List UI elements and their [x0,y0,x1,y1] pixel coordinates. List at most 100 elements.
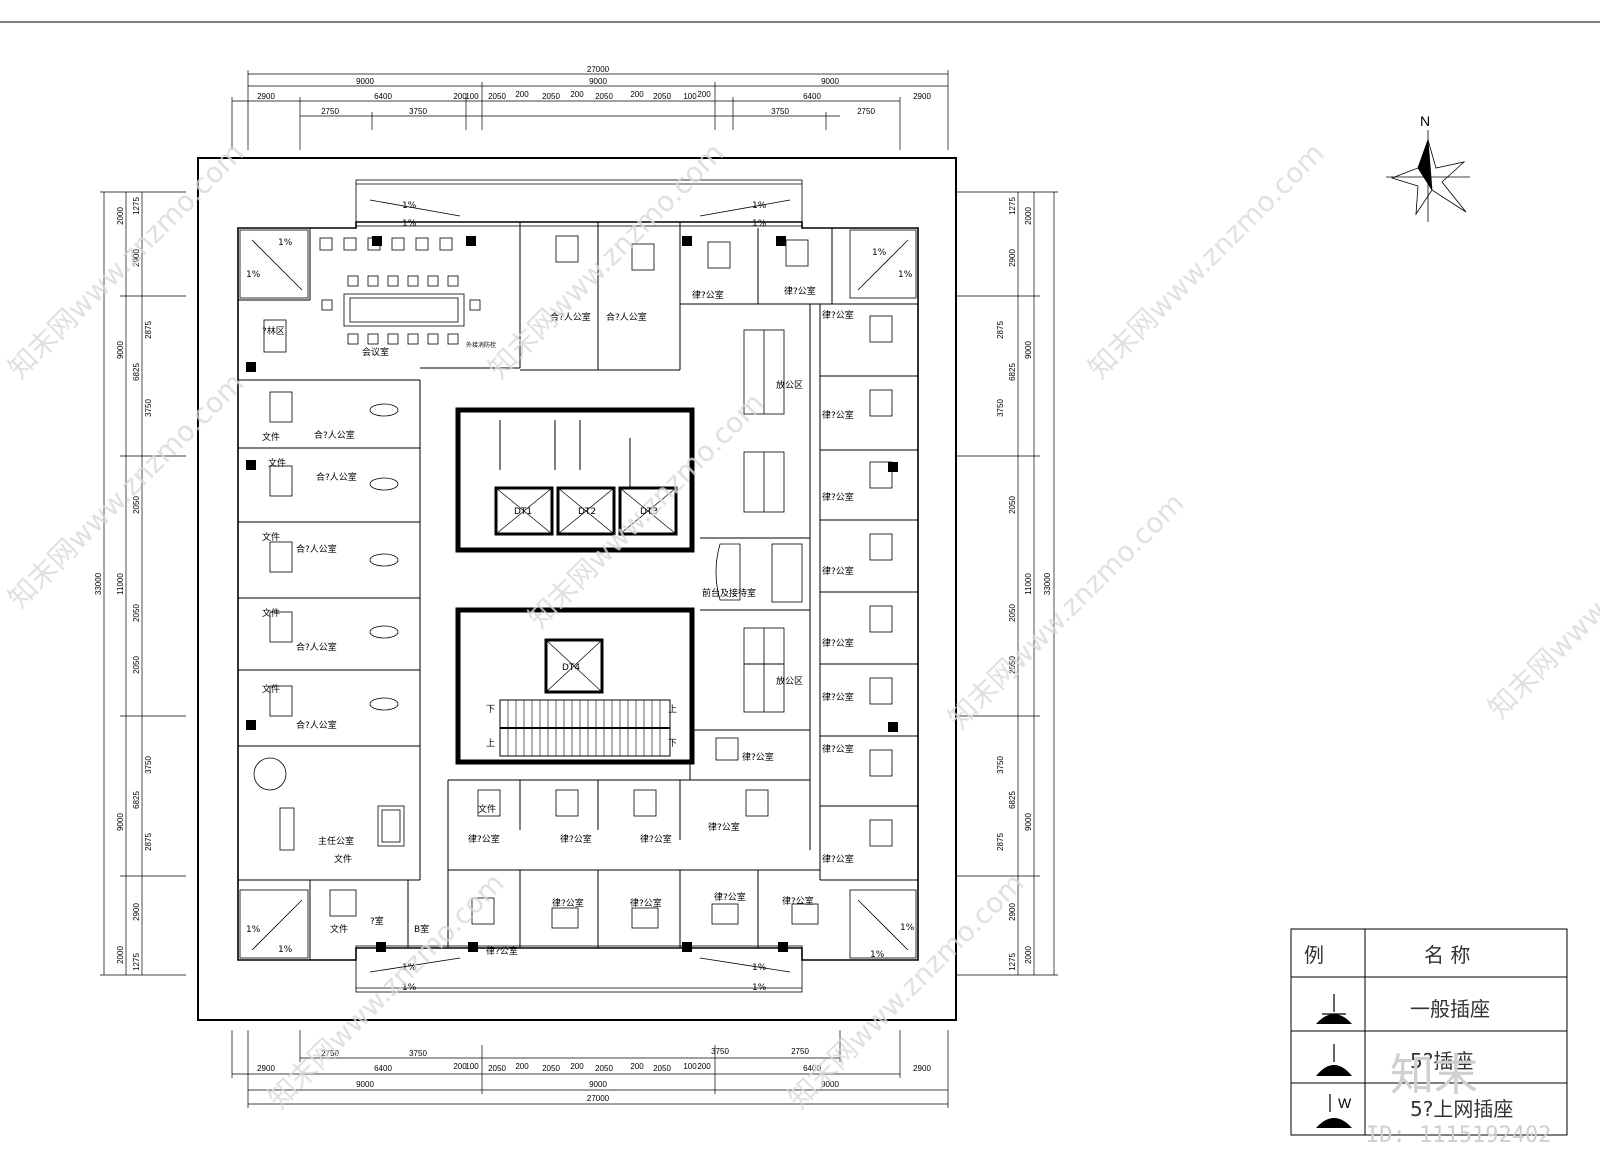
dim-bot-2: 9000 [589,1080,607,1089]
dim-top-r2-1: 6400 [374,92,392,101]
dim-left-in-14: 2875 [144,833,153,851]
room-lawyer-top-1: 律?公室 [692,289,724,301]
file-label: 文件 [330,923,348,935]
room-lawyer-b7: 律?公室 [714,891,746,903]
dim-bot-r3-3: 2750 [791,1047,809,1056]
dim-top-2: 9000 [589,77,607,86]
dim-top-r2-2: 200 [453,92,467,101]
file-label: 文件 [478,803,496,815]
dim-right-in-0: 1275 [1008,197,1017,215]
room-lawyer-r7: 律?公室 [822,743,854,755]
file-label: 文件 [262,431,280,443]
slope-label: 1% [900,923,915,933]
dim-overall-height-left: 33000 [94,572,103,595]
dim-left-in-15: 2900 [132,903,141,921]
dim-left-in-1: 2900 [132,249,141,267]
dim-right-in-14: 2875 [996,833,1005,851]
room-rest: ?林区 [262,325,285,337]
dim-top-r2-6: 2050 [542,92,560,101]
dim-overall-width-top: 27000 [587,65,610,74]
dim-top-r2-10: 2050 [653,92,671,101]
dim-top-3: 9000 [821,77,839,86]
room-director: 主任公室 [318,835,354,847]
dim-left-in-8: 2050 [132,604,141,622]
dim-left-1: 2000 [116,207,125,225]
stair-down: 下 [668,739,677,749]
elevator-dt2: DT2 [578,507,596,517]
north-arrow-icon [1386,130,1470,222]
slope-label: 1% [752,963,767,973]
dim-top-r3-1: 3750 [409,107,427,116]
room-open-office-1: 放公区 [776,379,803,391]
dim-right-2: 9000 [1024,341,1033,359]
dim-right-in-10: 2050 [1008,656,1017,674]
dim-bot-r2-12: 200 [697,1062,711,1071]
brand-logo: 知末 [1390,1050,1478,1101]
dim-right-in-8: 2050 [1008,604,1017,622]
socket-5hole-icon [1316,1044,1352,1076]
room-lawyer-r2: 律?公室 [822,409,854,421]
slope-label: 1% [752,983,767,993]
room-partner-l2: 合?人公室 [316,471,357,483]
room-small: ?室 [370,915,384,927]
dim-top-r2-8: 2050 [595,92,613,101]
top-dimensions [231,70,949,150]
dim-bot-r2-11: 100 [683,1062,697,1071]
stair-treads [507,700,661,756]
dim-right-1: 2000 [1024,207,1033,225]
legend-col-symbol: 例 [1304,943,1324,967]
dim-top-r2-5: 200 [515,90,529,99]
balconies [355,179,803,993]
dim-right-3: 11000 [1024,573,1033,595]
dim-left-in-3: 6825 [132,363,141,381]
slope-label: 1% [752,201,767,211]
dim-bot-r3-1: 3750 [409,1049,427,1058]
bottom-dimensions [231,1030,949,1108]
slope-label: 1% [872,248,887,258]
dim-bot-r2-8: 2050 [595,1064,613,1073]
dim-top-r2-7: 200 [570,90,584,99]
room-open-office-2: 放公区 [776,675,803,687]
dim-left-in-0: 1275 [132,197,141,215]
dim-right-in-3: 6825 [1008,363,1017,381]
image-id-label: ID: 1115192402 [1366,1123,1551,1148]
slope-label: 1% [752,219,767,229]
room-lawyer-b1: 律?公室 [468,833,500,845]
dim-left-in-10: 2050 [132,656,141,674]
room-lawyer-b4: 律?公室 [708,821,740,833]
watermark-layer: 知末网www.znzmo.com 知末网www.znzmo.com 知末网www… [2,136,1600,1115]
slope-label: 1% [246,270,261,280]
dim-bot-r2-3: 100 [465,1062,479,1071]
room-partner-l3: 合?人公室 [296,543,337,555]
room-small-2: B室 [414,923,429,935]
file-label: 文件 [334,853,352,865]
building-outline [237,221,919,961]
dim-overall-width-bottom: 27000 [587,1094,610,1103]
dim-bot-r2-2: 200 [453,1062,467,1071]
svg-text:W: W [1338,1095,1352,1111]
watermark-text: 知末网www.znzmo.com [782,866,1031,1115]
dim-top-1: 9000 [356,77,374,86]
dim-top-r2-13: 6400 [803,92,821,101]
dim-bot-r3-2: 3750 [711,1047,729,1056]
dim-top-r2-3: 100 [465,92,479,101]
dim-left-in-6: 2050 [132,496,141,514]
room-note: 外接消防栓 [466,341,496,349]
north-label: N [1420,113,1430,129]
slope-label: 1% [402,201,417,211]
file-label: 文件 [262,531,280,543]
slope-label: 1% [402,983,417,993]
dim-top-r2-11: 100 [683,92,697,101]
room-lawyer-b2: 律?公室 [560,833,592,845]
legend-item-1: 一般插座 [1410,997,1490,1021]
file-label: 文件 [262,607,280,619]
dim-right-in-13: 6825 [1008,791,1017,809]
stair-up: 上 [668,704,677,715]
dim-right-in-1: 2900 [1008,249,1017,267]
dim-left-in-13: 6825 [132,791,141,809]
dim-bot-1: 9000 [356,1080,374,1089]
office-desks [269,235,893,929]
dim-bot-r2-5: 200 [515,1062,529,1071]
room-lawyer-r4: 律?公室 [822,565,854,577]
